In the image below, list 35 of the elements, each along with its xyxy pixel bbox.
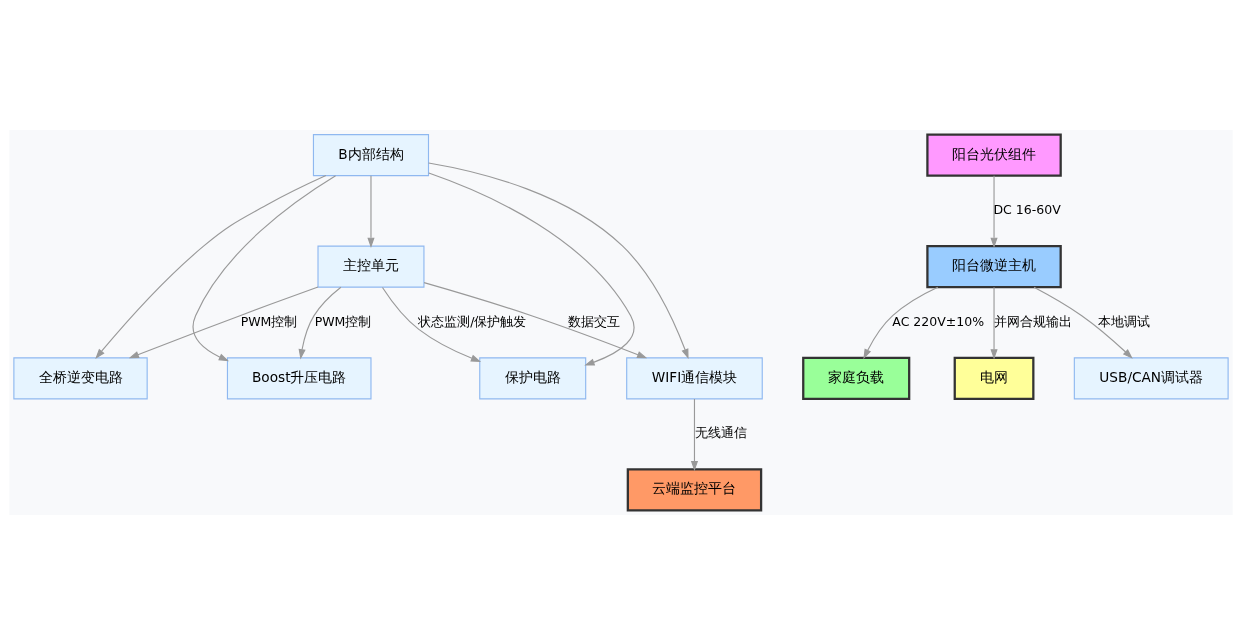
edge-label: PWM控制 (314, 313, 372, 329)
arrow (690, 397, 699, 471)
node-box: USB/CAN调试器 (1073, 356, 1229, 399)
node-box: WIFI通信模块 (626, 356, 763, 399)
node-box: 全桥逆变电路 (13, 356, 148, 399)
arrow (95, 174, 327, 359)
node-box: 家庭负载 (802, 356, 911, 400)
edge-label: PWM控制 (240, 313, 298, 329)
arrow (428, 161, 689, 359)
edge-label: 状态监测/保护触发 (418, 313, 527, 329)
arrow (990, 174, 998, 248)
edge-label: 本地调试 (1097, 313, 1150, 329)
node-box: 云端监控平台 (626, 467, 763, 512)
arrow (298, 286, 342, 359)
arrow (381, 286, 482, 362)
edge-label: 并网合规输出 (993, 313, 1072, 329)
arrow (990, 286, 998, 360)
edge-label: DC 16-60V (993, 201, 1061, 217)
node-box: 阳台微逆主机 (926, 244, 1062, 288)
edge-label: 数据交互 (568, 313, 621, 329)
edge-label: AC 220V±10% (892, 313, 985, 329)
edge-label: 无线通信 (694, 424, 747, 440)
node-box: 电网 (953, 356, 1035, 400)
arrow (192, 174, 337, 361)
arrow (423, 281, 648, 358)
node-box: Boost升压电路 (226, 356, 372, 399)
node-box: 主控单元 (317, 245, 425, 288)
node-box: 阳台光伏组件 (926, 132, 1062, 177)
arrow (128, 285, 319, 358)
arrow (367, 174, 375, 248)
arrow (428, 171, 635, 366)
arrow (1033, 286, 1133, 359)
arrow (863, 286, 939, 359)
node-box: 保护电路 (479, 356, 587, 399)
node-box: B内部结构 (312, 133, 430, 176)
